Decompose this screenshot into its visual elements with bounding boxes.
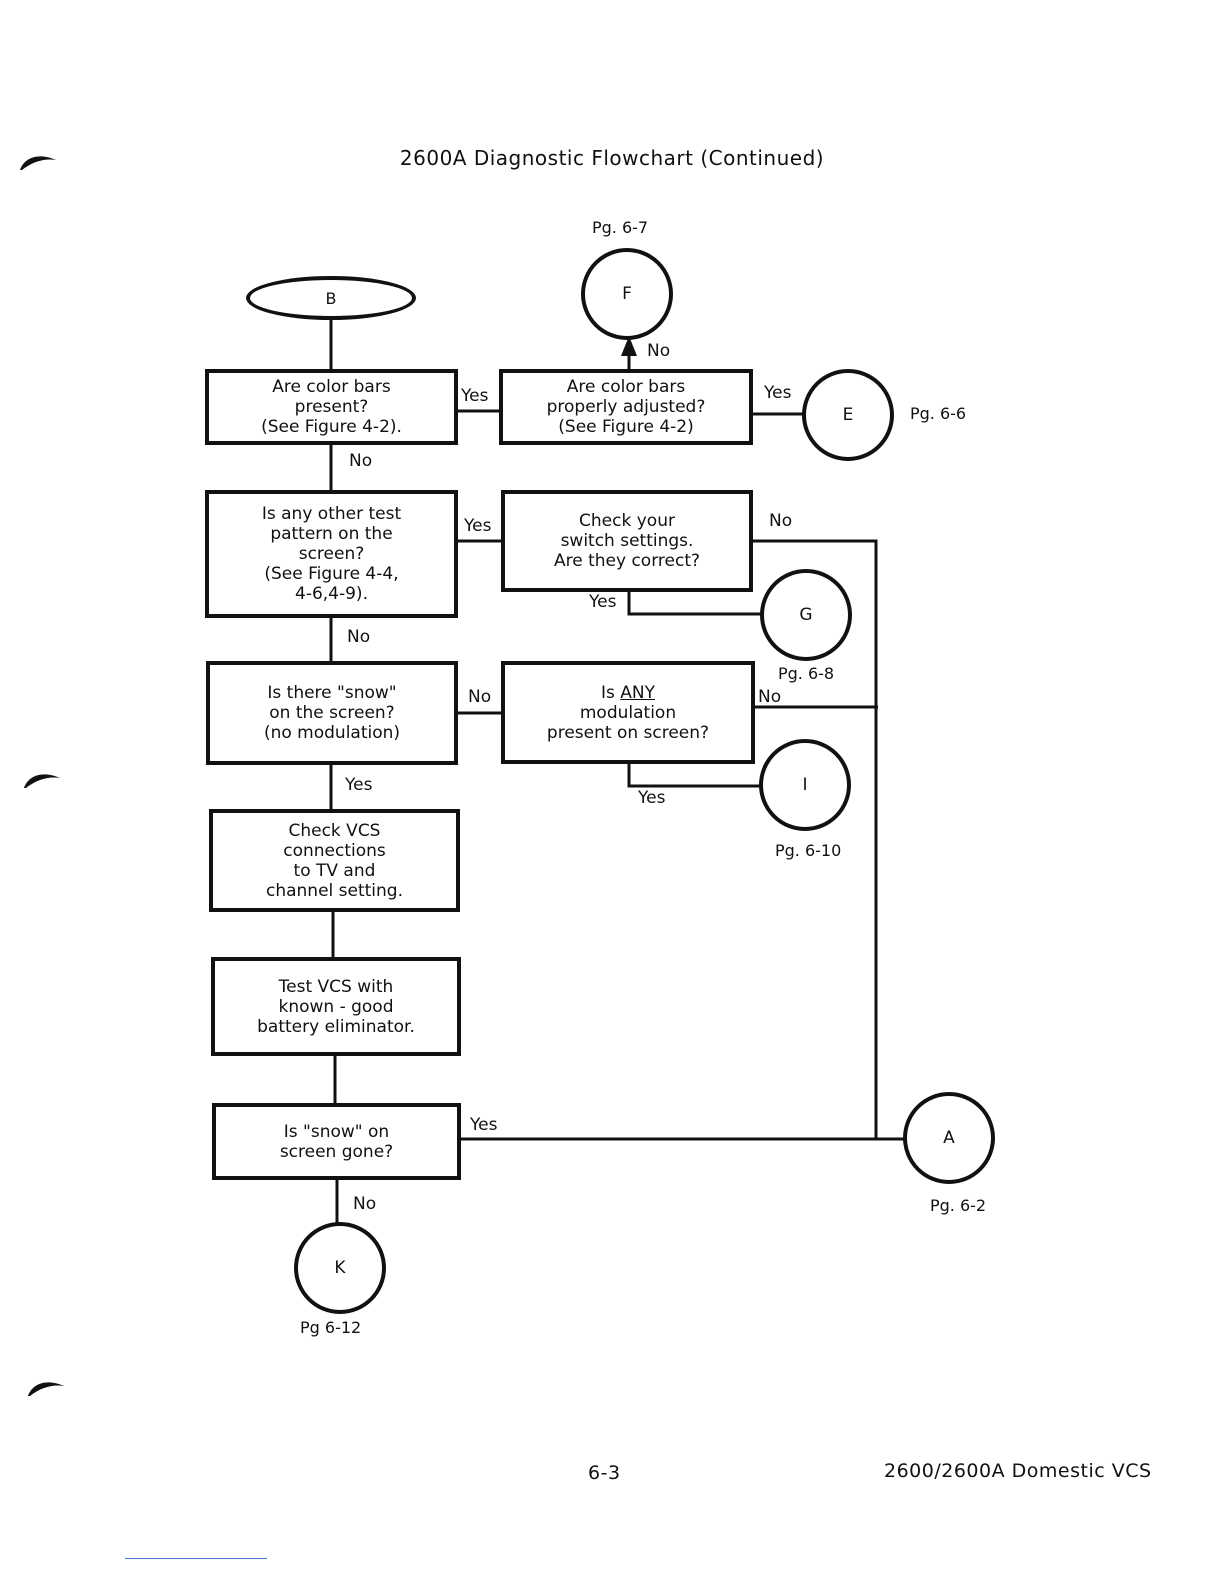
decision-any-modulation-text: Is ANY modulation present on screen? [547, 683, 709, 743]
decision-color-bars: Are color bars present? (See Figure 4-2)… [205, 369, 458, 445]
decision-properly-adjusted: Are color bars properly adjusted? (See F… [499, 369, 753, 445]
line-switch-yes [627, 591, 762, 616]
process-check-vcs: Check VCS connections to TV and channel … [209, 809, 460, 912]
connector-g-label: G [799, 605, 813, 625]
connector-e: E [802, 369, 894, 461]
connector-i-label: I [802, 775, 808, 795]
edge-label-no: No [758, 687, 782, 707]
edge-label-no: No [353, 1194, 377, 1214]
page-number: 6-3 [588, 1462, 621, 1484]
margin-mark [24, 774, 60, 788]
footer-product: 2600/2600A Domestic VCS [884, 1460, 1152, 1482]
page-ref-f: Pg. 6-7 [592, 218, 649, 237]
modulation-text-post: modulation present on screen? [546, 702, 710, 743]
connector-a: A [903, 1092, 995, 1184]
margin-mark [20, 156, 56, 170]
margin-mark [28, 1382, 64, 1396]
decision-snow-text: Is there "snow" on the screen? (no modul… [263, 683, 401, 743]
decision-other-pattern: Is any other test pattern on the screen?… [205, 490, 458, 618]
connector-k: K [294, 1222, 386, 1314]
connector-i: I [759, 739, 851, 831]
edge-label-yes: Yes [464, 516, 492, 536]
edge-label-yes: Yes [345, 775, 373, 795]
edge-label-no: No [347, 627, 371, 647]
edge-label-yes: Yes [470, 1115, 498, 1135]
modulation-text-any: ANY [620, 682, 655, 703]
connector-f: F [581, 248, 673, 340]
decision-switch-settings: Check your switch settings. Are they cor… [501, 490, 753, 592]
edge-label-yes: Yes [461, 386, 489, 406]
edge-label-yes: Yes [638, 788, 666, 808]
terminal-b-label: B [325, 288, 337, 308]
connector-g: G [760, 569, 852, 661]
process-test-vcs-text: Test VCS with known - good battery elimi… [257, 976, 415, 1037]
edge-label-yes: Yes [589, 592, 617, 612]
decision-any-modulation: Is ANY modulation present on screen? [501, 661, 755, 764]
edge-label-no: No [769, 511, 793, 531]
arrow-up-to-f [621, 336, 637, 356]
connector-k-label: K [334, 1258, 346, 1278]
page-ref-g: Pg. 6-8 [778, 664, 835, 683]
connector-f-label: F [622, 284, 632, 304]
connector-a-label: A [943, 1128, 955, 1148]
line-switch-no [752, 539, 878, 1139]
process-check-vcs-text: Check VCS connections to TV and channel … [265, 820, 403, 901]
decision-snow-gone: Is "snow" on screen gone? [212, 1103, 461, 1180]
page-title: 2600A Diagnostic Flowchart (Continued) [399, 146, 825, 170]
decision-other-pattern-text: Is any other test pattern on the screen?… [261, 504, 402, 604]
connector-e-label: E [842, 405, 854, 425]
edge-label-yes: Yes [764, 383, 792, 403]
page-ref-e: Pg. 6-6 [910, 404, 967, 423]
decision-color-bars-text: Are color bars present? (See Figure 4-2)… [261, 377, 402, 437]
edge-label-no: No [349, 451, 373, 471]
process-test-vcs: Test VCS with known - good battery elimi… [211, 957, 461, 1056]
modulation-text-pre: Is [600, 682, 621, 703]
decision-snow-gone-text: Is "snow" on screen gone? [279, 1121, 394, 1162]
page-ref-a: Pg. 6-2 [930, 1196, 987, 1215]
decision-switch-settings-text: Check your switch settings. Are they cor… [553, 511, 701, 571]
decision-properly-adjusted-text: Are color bars properly adjusted? (See F… [546, 377, 706, 437]
decision-snow: Is there "snow" on the screen? (no modul… [206, 661, 458, 765]
edge-label-no: No [647, 341, 671, 361]
line-modulation-yes [627, 763, 762, 788]
terminal-b: B [246, 276, 416, 320]
page-ref-k: Pg 6-12 [300, 1318, 362, 1337]
page-ref-i: Pg. 6-10 [775, 841, 842, 860]
footer-rule [125, 1558, 267, 1559]
edge-label-no: No [468, 687, 492, 707]
